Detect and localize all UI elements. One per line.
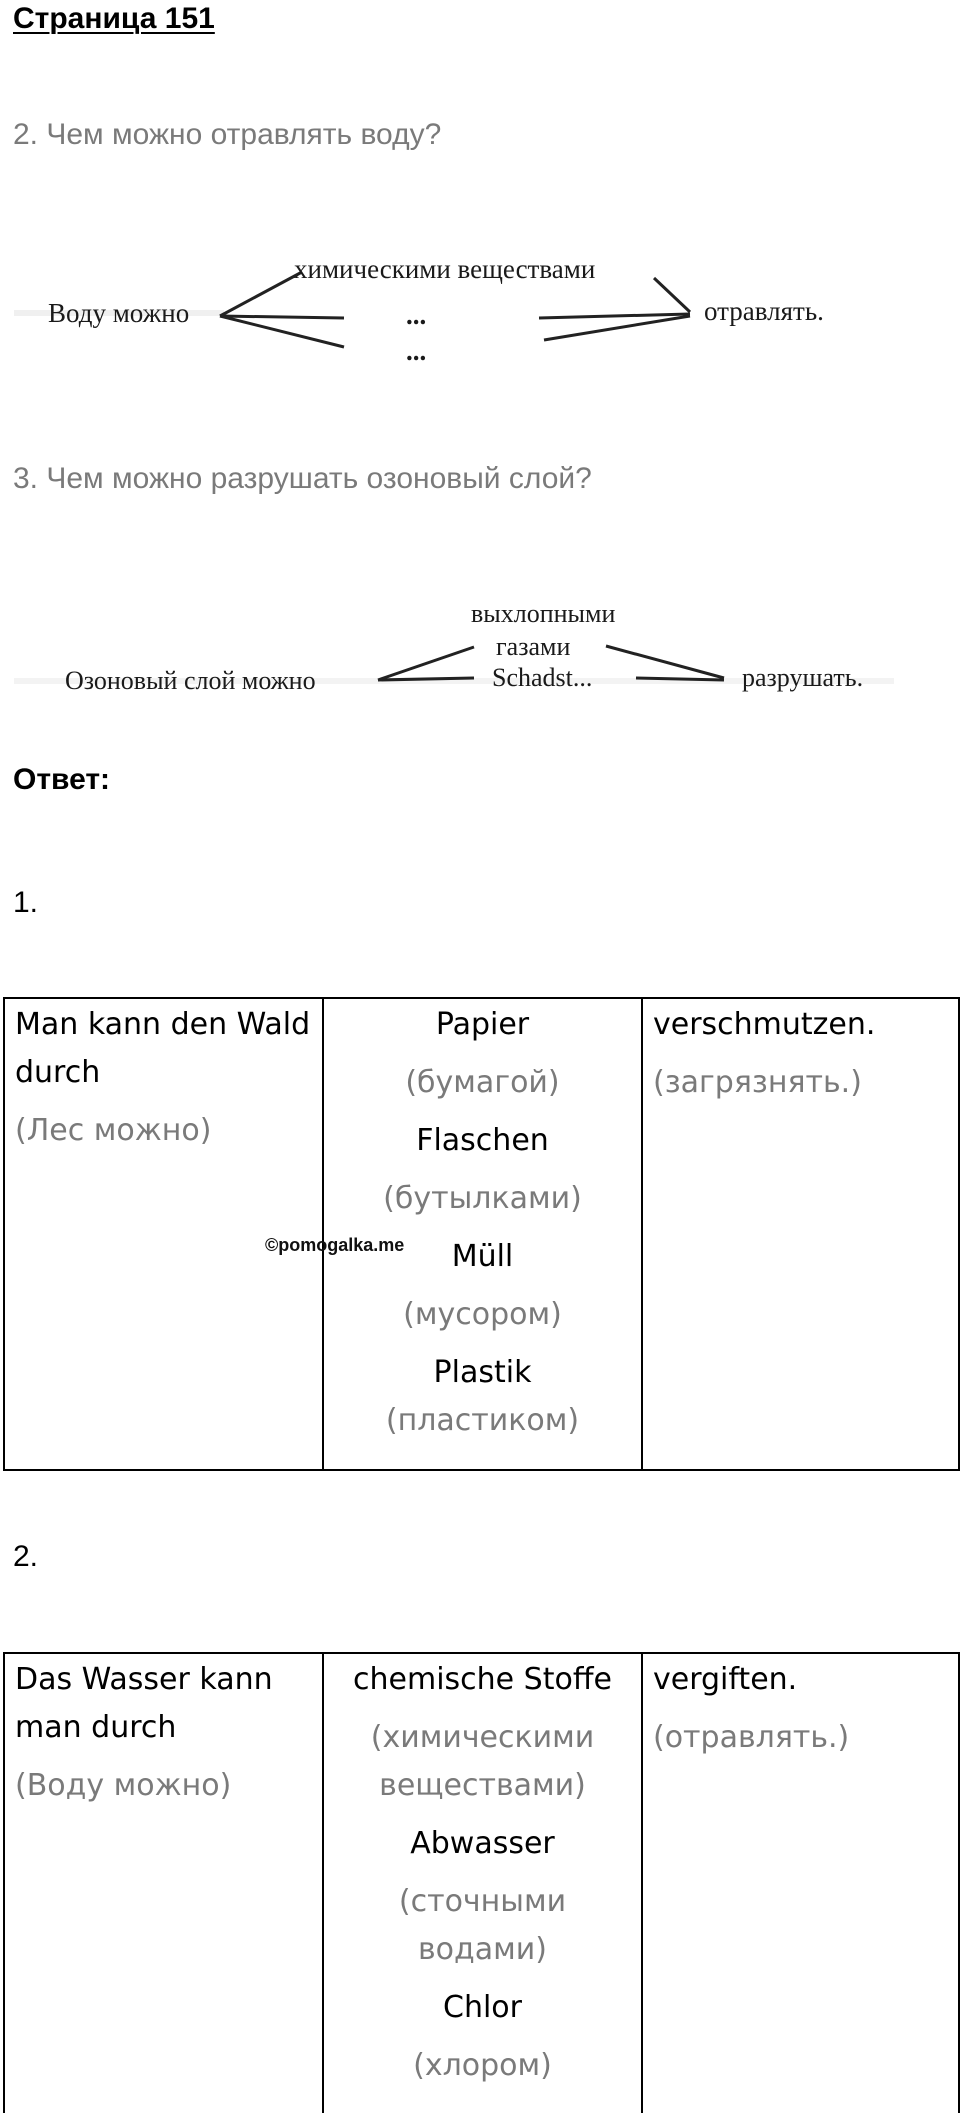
table2-item-de: Chlor [443, 1990, 522, 2025]
diagram-water-right-text: отравлять. [704, 296, 824, 326]
diagram-ozone-top-text-1: выхлопными [471, 599, 615, 628]
diagram-ozone-left-text: Озоновый слой можно [65, 666, 316, 695]
table2-item-de: chemische Stoffe [353, 1662, 612, 1697]
diagram-water: Воду можно химическими веществами ... ..… [14, 240, 914, 380]
table1-item-de: Papier [435, 1007, 530, 1042]
answer-2-number: 2. [13, 1540, 39, 1573]
list-item: Papier (бумагой) [334, 1001, 631, 1107]
table1-item-de: Müll [451, 1239, 514, 1274]
question-3: 3. Чем можно разрушать озоновый слой? [13, 462, 592, 495]
table1-left-de: Man kann den Wald durch [15, 1007, 311, 1090]
table1-left-ru: (Лес можно) [15, 1113, 212, 1148]
list-item: Abwasser (сточными водами) [334, 1820, 631, 1974]
table2-item-ru: (сточными водами) [398, 1884, 567, 1967]
table-row: Man kann den Wald durch (Лес можно) Papi… [3, 997, 960, 1471]
table2-item-ru: (хлором) [413, 2048, 552, 2083]
table2-item-ru: (химическими веществами) [370, 1720, 595, 1803]
table1-item-ru: (пластиком) [385, 1403, 580, 1438]
answer-label: Ответ: [13, 763, 111, 796]
diagram-ozone-svg: выхлопными газами Озоновый слой можно Sc… [14, 599, 894, 695]
table2-left-cell: Das Wasser kann man durch (Воду можно) [3, 1652, 324, 2113]
list-item: chemische Stoffe (химическими веществами… [334, 1656, 631, 1810]
diagram-water-dots-1: ... [406, 300, 426, 330]
list-item: Chlor (хлором) [334, 1984, 631, 2090]
diagram-water-left-text: Воду можно [48, 298, 189, 328]
list-item: Flaschen (бутылками) [334, 1117, 631, 1223]
list-item: Plastik (пластиком) [334, 1349, 631, 1445]
diagram-ozone-middle-text: Schadst... [492, 663, 592, 692]
table1-item-de: Plastik [433, 1355, 532, 1390]
table1-left-cell: Man kann den Wald durch (Лес можно) [3, 997, 324, 1471]
table1-item-ru: (бутылками) [383, 1181, 582, 1216]
table2-right-ru: (отравлять.) [653, 1720, 850, 1755]
table2-right-de: vergiften. [653, 1662, 798, 1697]
table1-item-ru: (мусором) [403, 1297, 562, 1332]
table1-item-ru: (бумагой) [405, 1065, 560, 1100]
diagram-water-svg: Воду можно химическими веществами ... ..… [14, 254, 824, 366]
answer-table-1: Man kann den Wald durch (Лес можно) Papi… [3, 997, 960, 1471]
table1-mid-cell: Papier (бумагой) Flaschen (бутылками) Mü… [322, 997, 643, 1471]
table2-item-de: Abwasser [410, 1826, 555, 1861]
table1-right-ru: (загрязнять.) [653, 1065, 862, 1100]
table1-right-cell: verschmutzen. (загрязнять.) [641, 997, 960, 1471]
table2-left-de: Das Wasser kann man durch [15, 1662, 273, 1745]
answer-table-2: Das Wasser kann man durch (Воду можно) c… [3, 1652, 960, 2113]
diagram-ozone-top-text-2: газами [496, 632, 570, 661]
table1-item-de: Flaschen [416, 1123, 549, 1158]
table1-right-de: verschmutzen. [653, 1007, 876, 1042]
table2-right-cell: vergiften. (отравлять.) [641, 1652, 960, 2113]
diagram-ozone: выхлопными газами Озоновый слой можно Sc… [14, 592, 914, 702]
diagram-water-dots-2: ... [406, 336, 426, 366]
watermark: ©pomogalka.me [265, 1235, 405, 1255]
diagram-water-top-text: химическими веществами [294, 254, 595, 284]
diagram-ozone-right-text: разрушать. [742, 663, 863, 692]
table2-left-ru: (Воду можно) [15, 1768, 232, 1803]
list-item: Müll (мусором) [334, 1233, 631, 1339]
table-row: Das Wasser kann man durch (Воду можно) c… [3, 1652, 960, 2113]
question-2: 2. Чем можно отравлять воду? [13, 118, 442, 151]
answer-1-number: 1. [13, 886, 39, 919]
page-title: Страница 151 [13, 2, 215, 35]
table2-mid-cell: chemische Stoffe (химическими веществами… [322, 1652, 643, 2113]
